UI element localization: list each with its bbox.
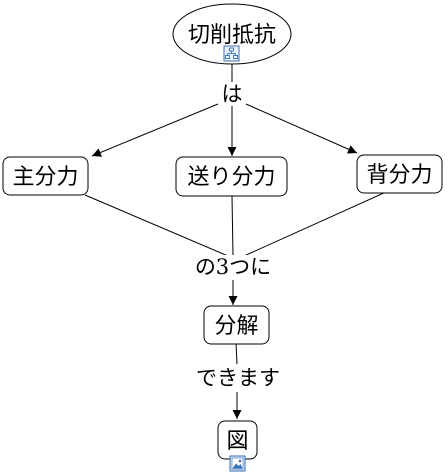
- edge-right-to-label: [243, 191, 387, 257]
- node-back-force-label: 背分力: [366, 163, 432, 188]
- link-label-dekimasu: できます: [196, 366, 280, 390]
- node-decompose[interactable]: 分解: [203, 305, 270, 345]
- image-icon[interactable]: [229, 455, 246, 472]
- node-feed-force[interactable]: 送り分力: [175, 156, 288, 197]
- node-figure-label: 図: [226, 429, 248, 454]
- node-root[interactable]: 切削抵抗: [172, 3, 292, 65]
- node-principal-force-label: 主分力: [12, 165, 78, 190]
- node-figure[interactable]: 図: [217, 420, 258, 472]
- node-root-label: 切削抵抗: [188, 23, 276, 48]
- edge-wa-to-right: [245, 103, 358, 154]
- edge-center-to-label: [231, 195, 234, 257]
- node-back-force[interactable]: 背分力: [356, 154, 443, 194]
- node-feed-force-label: 送り分力: [187, 165, 275, 190]
- edge-wa-to-left: [91, 103, 219, 157]
- hierarchy-icon[interactable]: [223, 45, 240, 62]
- edge-decompose-to-dekimasu: [235, 342, 238, 365]
- link-label-wa: は: [222, 82, 243, 106]
- link-label-no3tsuni: の3つに: [195, 255, 271, 279]
- node-decompose-label: 分解: [214, 314, 258, 339]
- node-principal-force[interactable]: 主分力: [2, 156, 89, 196]
- edge-left-to-label: [84, 194, 229, 257]
